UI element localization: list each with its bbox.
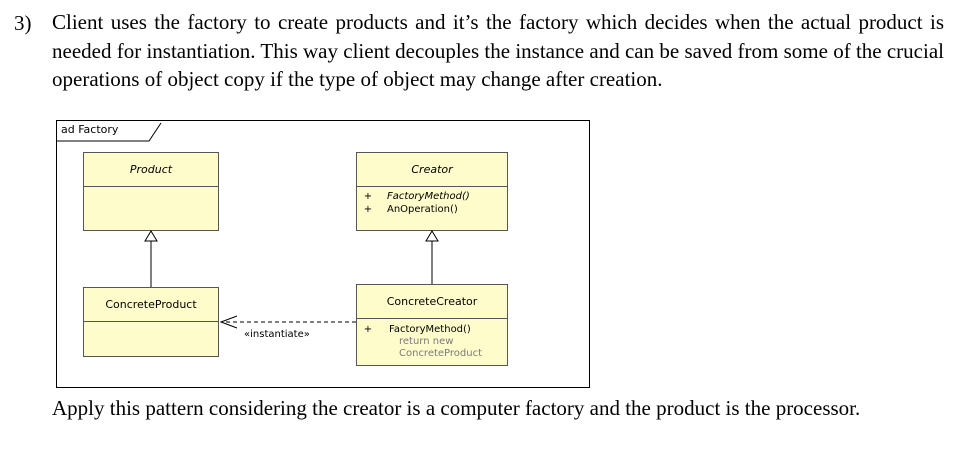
creator-operation: + AnOperation()	[357, 203, 507, 216]
operation-visibility: +	[363, 191, 373, 202]
generalization-arrowhead-product	[144, 230, 158, 242]
operation-note-line: return new	[399, 336, 454, 347]
class-product: Product	[83, 152, 219, 231]
frame-tab-outline	[57, 122, 162, 142]
class-concrete-product: ConcreteProduct	[83, 287, 219, 357]
operation-name: AnOperation()	[387, 204, 458, 215]
uml-diagram-frame: ad Factory	[56, 120, 590, 388]
dependency-stereotype-label: «instantiate»	[244, 329, 310, 340]
concrete-creator-operation: + FactoryMethod()	[357, 323, 507, 336]
question-number: 3)	[14, 11, 32, 35]
closing-paragraph: Apply this pattern considering the creat…	[52, 396, 861, 420]
operation-name: FactoryMethod()	[389, 324, 471, 335]
class-creator: Creator + FactoryMethod() + AnOperation(…	[356, 152, 508, 231]
operation-visibility: +	[363, 324, 373, 335]
generalization-arrowhead-creator	[425, 230, 439, 242]
operation-visibility: +	[363, 204, 373, 215]
creator-operation: + FactoryMethod()	[357, 190, 507, 203]
frame-label: ad Factory	[61, 123, 119, 136]
class-concrete-creator-name: ConcreteCreator	[357, 285, 507, 319]
question-paragraph: Client uses the factory to create produc…	[52, 10, 944, 91]
class-product-name: Product	[84, 153, 218, 187]
class-concrete-product-name: ConcreteProduct	[84, 288, 218, 322]
operation-note-line: ConcreteProduct	[399, 348, 483, 359]
dependency-arrowhead	[219, 315, 238, 329]
operation-name: FactoryMethod()	[387, 191, 470, 202]
class-creator-name: Creator	[357, 153, 507, 187]
class-concrete-creator: ConcreteCreator + FactoryMethod() return…	[356, 284, 508, 366]
